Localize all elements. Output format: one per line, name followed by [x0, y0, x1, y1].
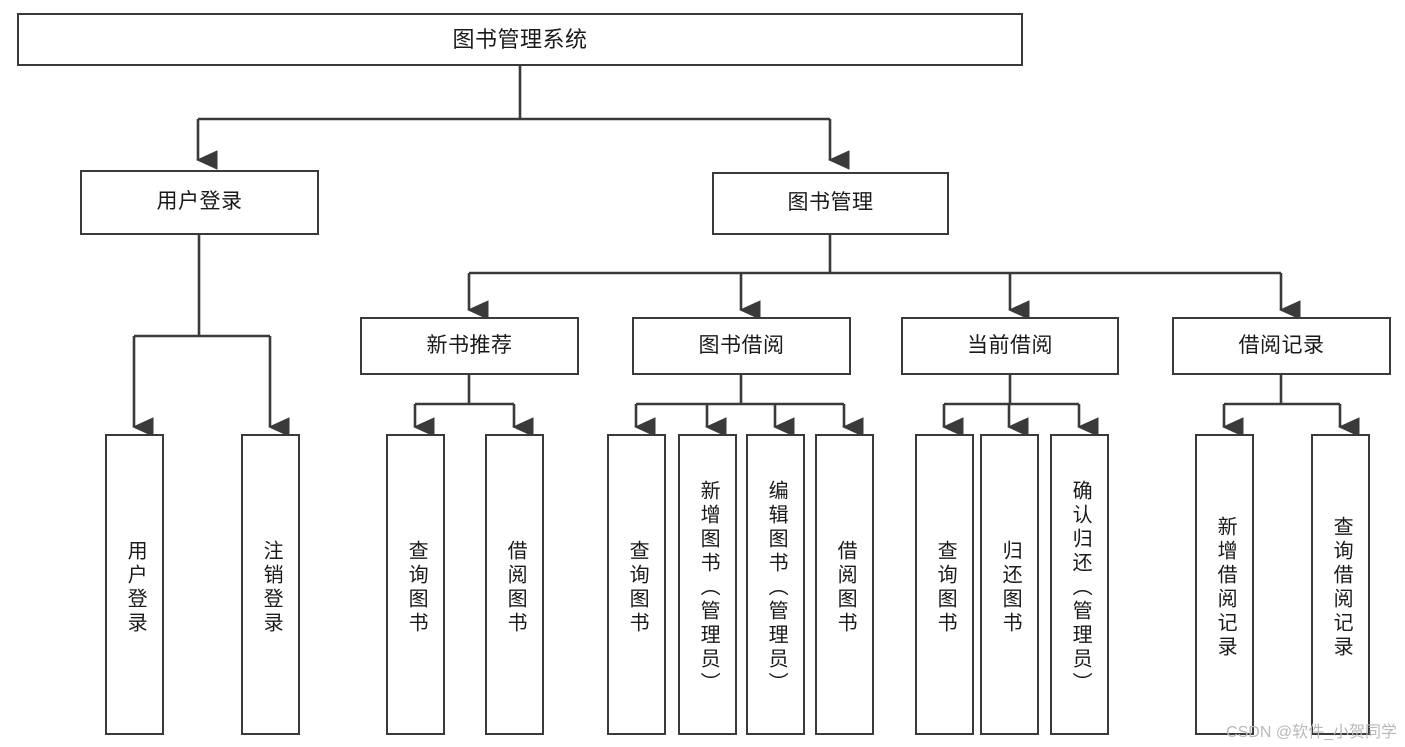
node-new-book-recommend[interactable]: 新书推荐: [360, 317, 579, 375]
node-label: 查询图书: [405, 539, 428, 636]
node-label: 借阅图书: [504, 539, 527, 636]
leaf-user-login-login[interactable]: 用户登录: [105, 434, 164, 735]
node-label: 确认归还（管理员）: [1069, 479, 1092, 696]
leaf-current-confirm-return-admin[interactable]: 确认归还（管理员）: [1050, 434, 1109, 735]
leaf-current-query-book[interactable]: 查询图书: [915, 434, 974, 735]
node-book-management[interactable]: 图书管理: [712, 172, 949, 235]
node-book-borrow[interactable]: 图书借阅: [632, 317, 851, 375]
node-label: 图书借阅: [698, 333, 785, 357]
leaf-borrow-edit-book-admin[interactable]: 编辑图书（管理员）: [746, 434, 805, 735]
node-label: 查询图书: [626, 539, 649, 636]
leaf-recommend-borrow-book[interactable]: 借阅图书: [485, 434, 544, 735]
leaf-user-login-logout[interactable]: 注销登录: [241, 434, 300, 735]
leaf-borrow-add-book-admin[interactable]: 新增图书（管理员）: [678, 434, 737, 735]
leaf-record-add-record[interactable]: 新增借阅记录: [1195, 434, 1254, 735]
node-label: 用户登录: [124, 539, 147, 636]
node-label: 编辑图书（管理员）: [765, 479, 788, 696]
node-label: 注销登录: [260, 539, 283, 636]
node-label: 新书推荐: [426, 333, 513, 357]
node-label: 新增借阅记录: [1214, 515, 1237, 660]
watermark: CSDN @软件_小贺同学: [1226, 724, 1397, 741]
node-label: 用户登录: [156, 190, 243, 214]
node-label: 图书管理系统: [452, 26, 588, 52]
node-label: 图书管理: [787, 191, 874, 215]
leaf-current-return-book[interactable]: 归还图书: [980, 434, 1039, 735]
node-label: 归还图书: [999, 539, 1022, 636]
leaf-borrow-borrow-book[interactable]: 借阅图书: [815, 434, 874, 735]
node-label: 新增图书（管理员）: [697, 479, 720, 696]
node-label: 查询图书: [934, 539, 957, 636]
node-root-system[interactable]: 图书管理系统: [17, 13, 1023, 66]
node-label: 查询借阅记录: [1330, 515, 1353, 660]
leaf-record-query-record[interactable]: 查询借阅记录: [1311, 434, 1370, 735]
node-user-login[interactable]: 用户登录: [80, 170, 319, 235]
node-label: 借阅图书: [834, 539, 857, 636]
node-label: 借阅记录: [1238, 333, 1325, 357]
node-borrow-record[interactable]: 借阅记录: [1172, 317, 1391, 375]
leaf-recommend-query-book[interactable]: 查询图书: [386, 434, 445, 735]
node-label: 当前借阅: [967, 333, 1053, 357]
node-current-borrow[interactable]: 当前借阅: [901, 317, 1119, 375]
leaf-borrow-query-book[interactable]: 查询图书: [607, 434, 666, 735]
